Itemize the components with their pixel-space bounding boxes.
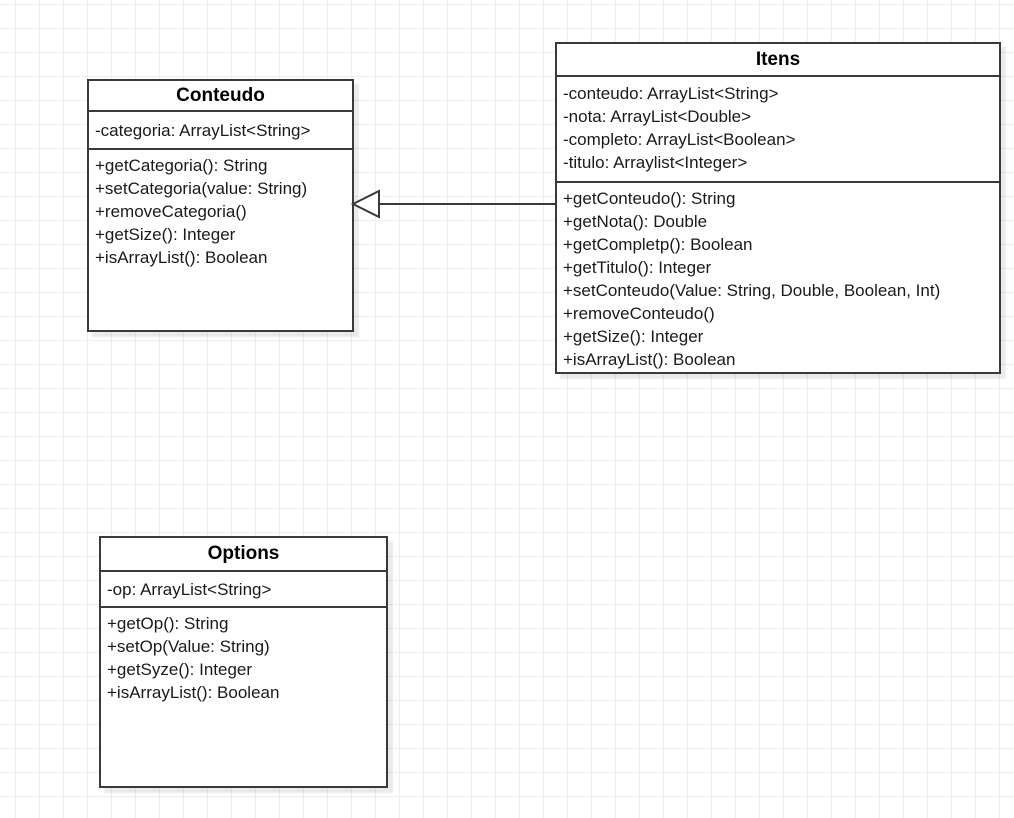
member-line: +getSize(): Integer	[563, 327, 704, 346]
member-line: +isArrayList(): Boolean	[95, 248, 268, 267]
member-line: +setCategoria(value: String)	[95, 179, 308, 198]
member-line: +isArrayList(): Boolean	[563, 350, 736, 369]
class-title: Itens	[557, 44, 999, 77]
class-methods-section: +getConteudo(): String +getNota(): Double…	[557, 183, 999, 372]
member-line: -op: ArrayList<String>	[107, 579, 272, 599]
member-line: +getConteudo(): String	[563, 189, 736, 208]
member-line: -titulo: Arraylist<Integer>	[563, 153, 748, 172]
class-title: Options	[101, 538, 386, 572]
member-line: +getOp(): String	[107, 614, 229, 633]
class-title: Conteudo	[89, 81, 352, 112]
member-line: +isArrayList(): Boolean	[107, 683, 280, 702]
member-line: +setConteudo(Value: String, Double, Bool…	[563, 281, 941, 300]
member-line: +setOp(Value: String)	[107, 637, 270, 656]
member-line: +getCompletp(): Boolean	[563, 235, 753, 254]
member-line: -nota: ArrayList<Double>	[563, 107, 752, 126]
member-line: +getCategoria(): String	[95, 156, 268, 175]
class-attributes-section: -categoria: ArrayList<String>	[89, 112, 352, 150]
member-line: -conteudo: ArrayList<String>	[563, 84, 779, 103]
member-line: +removeCategoria()	[95, 202, 247, 221]
member-line: +getNota(): Double	[563, 212, 708, 231]
class-box-options[interactable]: Options -op: ArrayList<String> +getOp():…	[99, 536, 388, 788]
generalization-arrow-itens-to-conteudo[interactable]	[351, 187, 557, 221]
class-methods-section: +getCategoria(): String +setCategoria(val…	[89, 150, 352, 330]
class-attributes-section: -op: ArrayList<String>	[101, 572, 386, 608]
class-methods-section: +getOp(): String +setOp(Value: String) +ge…	[101, 608, 386, 786]
member-line: +getTitulo(): Integer	[563, 258, 712, 277]
member-line: +removeConteudo()	[563, 304, 715, 323]
member-line: +getSyze(): Integer	[107, 660, 253, 679]
member-line: +getSize(): Integer	[95, 225, 236, 244]
hollow-triangle-arrowhead-icon	[351, 189, 380, 219]
class-box-conteudo[interactable]: Conteudo -categoria: ArrayList<String> +…	[87, 79, 354, 332]
class-attributes-section: -conteudo: ArrayList<String> -nota: Array…	[557, 77, 999, 183]
member-line: -completo: ArrayList<Boolean>	[563, 130, 796, 149]
class-box-itens[interactable]: Itens -conteudo: ArrayList<String> -nota:…	[555, 42, 1001, 374]
member-line: -categoria: ArrayList<String>	[95, 120, 311, 140]
